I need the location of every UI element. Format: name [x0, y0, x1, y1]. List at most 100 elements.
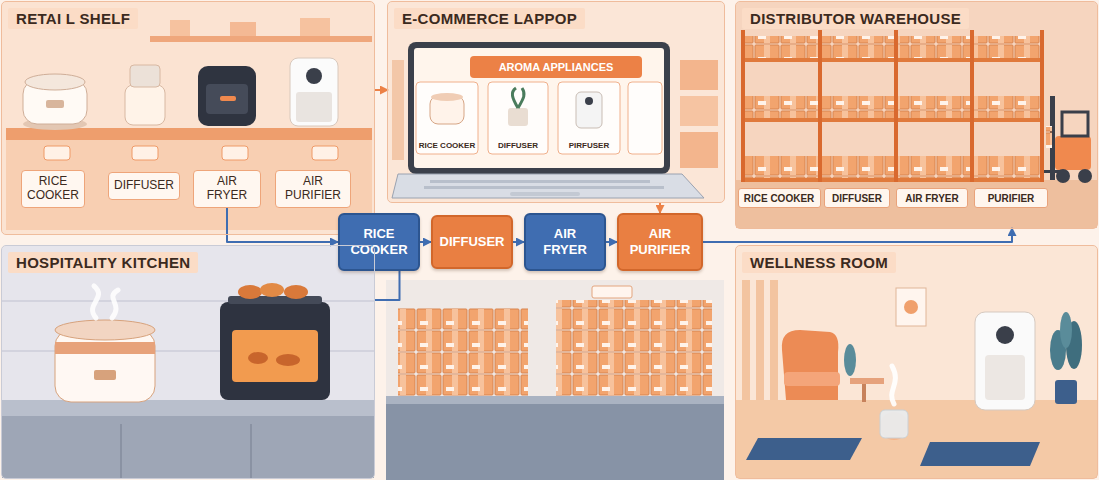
flow-connector	[606, 241, 617, 243]
laptop-scene	[416, 82, 478, 154]
retail-shelf-scene	[300, 18, 330, 36]
wellness-room-scene	[742, 280, 750, 400]
flow-connector	[227, 208, 338, 242]
product-name: PURIFIER	[988, 193, 1035, 204]
retail-shelf-scene	[2, 2, 374, 234]
kitchen-scene	[93, 286, 118, 318]
kitchen-scene	[248, 352, 268, 364]
product-name: RICE COOKER	[419, 142, 475, 151]
warehouse-scene	[742, 118, 1042, 122]
warehouse-scene	[1056, 169, 1070, 183]
product-name: DIFFUSER	[440, 234, 505, 250]
laptop-scene	[392, 174, 704, 198]
wellness-room-scene	[746, 438, 862, 460]
panel-heading: HOSPITALITY KITCHEN	[8, 252, 198, 273]
product-name: AIR FRYER	[531, 226, 599, 257]
product-name: RICE COOKER	[744, 193, 815, 204]
wellness-room-scene	[736, 400, 1097, 478]
kitchen-scene	[250, 424, 252, 478]
wellness-room-scene	[880, 410, 908, 438]
retail-shelf-scene	[2, 2, 374, 234]
product-name: DIFFUSER	[114, 179, 174, 193]
laptop-scene	[508, 108, 528, 126]
wellness-room-scene	[862, 384, 866, 402]
product-card: PIRFUSER	[558, 82, 620, 154]
wellness-room-scene	[892, 366, 896, 404]
retail-shelf-scene	[150, 36, 372, 42]
product-name: PIRFUSER	[569, 142, 609, 151]
retail-shelf-scene	[25, 74, 85, 90]
retail-shelf-scene	[170, 20, 190, 36]
laptop-scene	[512, 88, 524, 108]
warehouse-scene	[736, 180, 1097, 228]
rack-label: RICE COOKER	[738, 188, 821, 208]
wellness-panel: WELLNESS ROOM	[736, 246, 1097, 478]
carton-pile	[386, 396, 724, 404]
kitchen-scene	[55, 320, 155, 340]
retail-shelf-scene	[206, 84, 248, 114]
shelf-label: RICE COOKER	[21, 170, 85, 208]
laptop-scene	[680, 60, 718, 90]
wellness-room-scene	[736, 246, 1097, 478]
wellness-room-scene	[844, 344, 856, 376]
panel-heading: RETAI L SHELF	[8, 8, 138, 29]
flow-connector	[420, 241, 431, 243]
flow-connector	[703, 228, 1012, 242]
wellness-room-scene	[1055, 380, 1077, 404]
warehouse-scene	[1046, 126, 1052, 148]
kitchen-scene	[238, 285, 262, 299]
wellness-room-scene	[850, 378, 884, 384]
retail-shelf-scene	[296, 92, 332, 122]
kitchen-scene	[232, 330, 318, 382]
carton-pile	[398, 308, 528, 396]
product-name: DIFFUSER	[832, 193, 882, 204]
kitchen-scene	[276, 354, 300, 366]
kitchen-scene	[2, 246, 374, 478]
warehouse-scene	[736, 2, 1097, 228]
retail-shelf-scene	[306, 68, 322, 84]
kitchen-scene	[94, 370, 116, 380]
retail-shelf-scene	[290, 58, 338, 126]
laptop-scene	[576, 92, 602, 128]
product-box: AIR FRYER	[524, 213, 606, 271]
laptop-scene	[388, 2, 724, 202]
flow-connector	[659, 202, 661, 213]
wellness-room-scene	[920, 442, 1040, 466]
laptop-scene	[392, 60, 404, 160]
product-name: RICE COOKER	[345, 226, 413, 257]
rack-label: DIFFUSER	[824, 188, 890, 208]
panel-heading: WELLNESS ROOM	[742, 252, 896, 273]
warehouse-scene	[742, 178, 1042, 182]
carton-pile	[556, 300, 712, 396]
wellness-room-scene	[975, 312, 1035, 410]
retail-shelf-scene	[312, 146, 338, 160]
warehouse-scene	[736, 2, 1097, 228]
carton-pile	[386, 404, 724, 480]
retail-shelf-scene	[6, 140, 372, 230]
warehouse-scene	[742, 36, 1042, 58]
retail-shelf-scene	[220, 96, 236, 101]
wellness-room-scene	[736, 246, 1097, 478]
product-box: RICE COOKER	[338, 213, 420, 271]
wellness-room-scene	[996, 326, 1014, 344]
rack-label: PURIFIER	[974, 188, 1048, 208]
kitchen-scene	[284, 285, 308, 299]
kitchen-scene	[120, 424, 122, 478]
shelf-label: AIR FRYER	[193, 170, 261, 208]
retail-shelf-scene	[130, 65, 160, 87]
wellness-room-scene	[904, 300, 918, 314]
wellness-room-scene	[756, 280, 764, 400]
flow-connector	[374, 89, 388, 91]
product-name: AIR PURIFIER	[624, 226, 696, 257]
laptop-scene	[388, 2, 724, 202]
laptop-scene	[488, 82, 548, 154]
retail-shelf-panel: RETAI L SHELF RICE COOKER DIFFUSER AIR FRYE…	[2, 2, 374, 234]
laptop-scene	[430, 180, 650, 183]
shelf-label: DIFFUSER	[108, 172, 180, 200]
kitchen-scene	[2, 400, 374, 416]
flow-connector	[374, 271, 400, 300]
laptop-scene	[431, 93, 463, 101]
warehouse-scene	[1078, 169, 1092, 183]
